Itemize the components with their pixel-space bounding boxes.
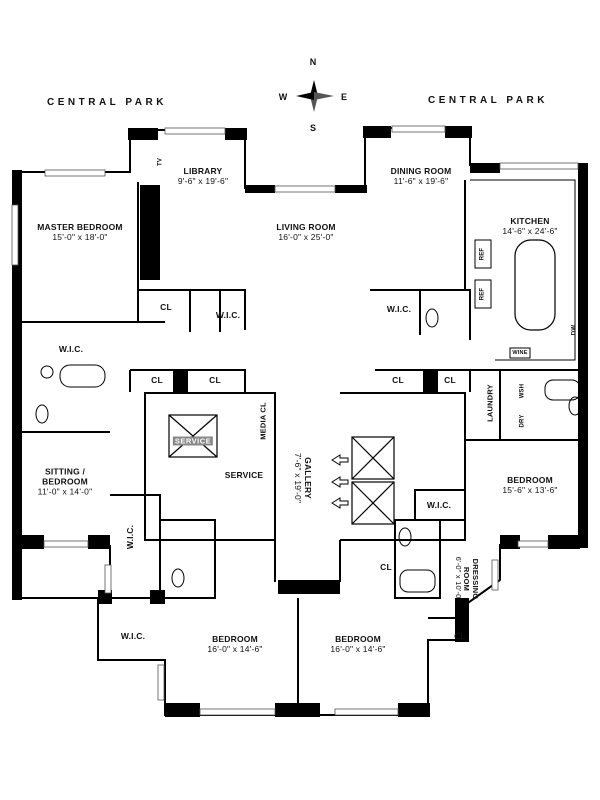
room-master: MASTER BEDROOM 15'-0" x 18'-0" — [37, 222, 123, 243]
compass-w: W — [278, 92, 288, 102]
room-bedroom-south: BEDROOM 16'-0" x 14'-6" — [330, 634, 386, 655]
wic-dining: W.I.C. — [386, 304, 412, 315]
ref-label-1: REF — [479, 247, 486, 261]
room-kitchen: KITCHEN 14'-6" x 24'-6" — [502, 216, 558, 237]
closet-hall-4: CL — [444, 375, 456, 386]
room-library: LIBRARY 9'-6" x 19'-6" — [177, 166, 229, 187]
ref-label-2: REF — [479, 287, 486, 301]
room-master-dim: 15'-0" x 18'-0" — [52, 232, 108, 242]
compass-rose-icon — [296, 80, 334, 112]
park-label-right: CENTRAL PARK — [428, 95, 548, 106]
room-bedroom-southwest: BEDROOM 16'-0" x 14'-6" — [207, 634, 263, 655]
room-sitting-b: BEDROOM — [42, 476, 88, 487]
closet-south: CL — [380, 562, 392, 573]
closet-hall-1: CL — [151, 375, 163, 386]
wine-label: WINE — [512, 349, 528, 356]
room-gallery-dim: 7'-6" x 19'-0" — [293, 452, 303, 504]
room-sitting: SITTING / BEDROOM 11'-0" x 14'-0" — [37, 466, 93, 496]
room-dressing-b: ROOM — [462, 566, 472, 592]
room-bedroom-sw-dim: 16'-0" x 14'-6" — [207, 644, 263, 654]
room-kitchen-dim: 14'-6" x 24'-6" — [502, 226, 558, 236]
wic-library: W.I.C. — [215, 310, 241, 321]
room-dressing-a: DRESSING — [470, 558, 480, 600]
media-closet: MEDIA CL — [258, 402, 268, 440]
wic-master: W.I.C. — [58, 344, 84, 355]
room-sitting-dim: 11'-0" x 14'-0" — [37, 485, 93, 496]
room-bedroom-east: BEDROOM 15'-6" x 13'-6" — [502, 475, 558, 496]
room-bedroom-sw-name: BEDROOM — [212, 634, 258, 645]
washer-label: WSH — [519, 383, 526, 399]
room-bedroom-s-dim: 16'-0" x 14'-6" — [330, 644, 386, 654]
room-dining: DINING ROOM 11'-6" x 19'-6" — [390, 166, 452, 187]
room-living-dim: 16'-0" x 25'-0" — [278, 232, 334, 242]
closet-dressing: CL — [454, 631, 466, 642]
room-laundry: LAUNDRY — [485, 384, 495, 422]
room-library-name: LIBRARY — [183, 166, 223, 177]
park-label-left: CENTRAL PARK — [47, 97, 167, 108]
room-gallery: GALLERY 7'-6" x 19'-0" — [292, 452, 313, 504]
compass-e: E — [340, 92, 348, 102]
compass-n: N — [309, 57, 317, 67]
closet-hall-2: CL — [209, 375, 221, 386]
room-sitting-a: SITTING / — [44, 466, 86, 477]
room-gallery-name: GALLERY — [302, 457, 313, 499]
room-bedroom-s-name: BEDROOM — [335, 634, 381, 645]
room-library-dim: 9'-6" x 19'-6" — [177, 176, 229, 186]
room-living: LIVING ROOM 16'-0" x 25'-0" — [276, 222, 336, 243]
room-dressing-dim: 6'-0" x 10'-0" — [453, 556, 463, 602]
room-service: SERVICE — [224, 470, 264, 481]
closet-library: CL — [160, 302, 172, 313]
wic-sitting: W.I.C. — [125, 524, 136, 550]
dryer-label: DRY — [519, 414, 526, 428]
room-kitchen-name: KITCHEN — [510, 216, 550, 227]
tv-label: TV — [157, 157, 164, 167]
room-living-name: LIVING ROOM — [276, 222, 336, 233]
room-bedroom-east-name: BEDROOM — [507, 475, 553, 486]
room-dressing: DRESSING ROOM 6'-0" x 10'-0" — [453, 556, 480, 602]
room-master-name: MASTER BEDROOM — [37, 222, 123, 233]
room-bedroom-east-dim: 15'-6" x 13'-6" — [502, 485, 558, 495]
closet-hall-3: CL — [392, 375, 404, 386]
compass-s: S — [309, 123, 317, 133]
wic-southwest: W.I.C. — [120, 631, 146, 642]
wic-east: W.I.C. — [426, 500, 452, 511]
room-dining-name: DINING ROOM — [390, 166, 452, 177]
dw-label: DW — [571, 324, 578, 336]
service-box-label: SERVICE — [172, 436, 214, 446]
room-dining-dim: 11'-6" x 19'-6" — [393, 176, 449, 186]
